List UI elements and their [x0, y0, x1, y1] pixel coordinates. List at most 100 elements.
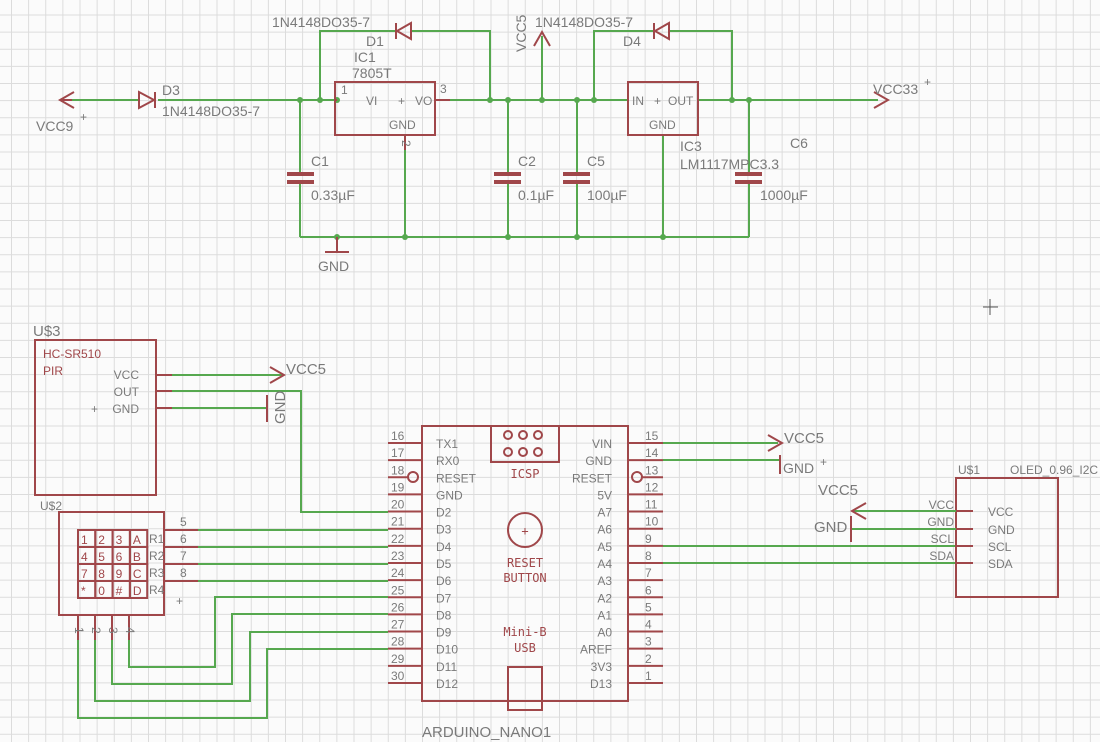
- d3-name: D3: [162, 82, 180, 98]
- arduino-pin-a2[interactable]: 6A2: [597, 583, 663, 605]
- pin-number: 26: [391, 600, 405, 614]
- key-label: 3: [116, 533, 123, 547]
- pir-gnd-symbol[interactable]: GND: [266, 391, 289, 425]
- pir-pin-gnd: GND: [112, 402, 139, 416]
- d3-value: 1N4148DO35-7: [162, 103, 260, 119]
- icsp-header: [490, 425, 560, 463]
- arduino-pin-a3[interactable]: 7A3: [597, 566, 663, 588]
- power-wires: [70, 30, 878, 238]
- vcc9-supply[interactable]: VCC9 +: [36, 91, 87, 134]
- arduino-gnd-symbol[interactable]: GND +: [779, 455, 827, 476]
- gnd-symbol[interactable]: GND: [318, 237, 349, 274]
- pin-label: A1: [597, 608, 612, 622]
- usb-label: USB: [514, 641, 536, 655]
- pin-label: D10: [436, 643, 458, 657]
- arduino-nano[interactable]: ICSP + RESET BUTTON Mini-B USB ARDUINO_N…: [388, 425, 663, 741]
- oled-value: OLED_0.96_I2C: [1010, 463, 1098, 477]
- capacitor-c5[interactable]: C5 100µF: [563, 153, 627, 203]
- pin-number: 18: [391, 463, 405, 477]
- vcc33-supply[interactable]: VCC33 +: [873, 75, 931, 109]
- c2-value: 0.1µF: [518, 187, 554, 203]
- arduino-pin-a5[interactable]: 9A5: [597, 532, 663, 554]
- d4-name: D4: [623, 33, 641, 49]
- key-label: 5: [98, 550, 105, 564]
- pin-label: D6: [436, 574, 452, 588]
- diode-d4[interactable]: 1N4148DO35-7 D4: [535, 14, 670, 49]
- regulator-ic3[interactable]: IN + OUT GND IC3 LM1117MPC3.3: [627, 81, 779, 172]
- gnd-label: GND: [318, 258, 349, 274]
- pir-model: HC-SR510: [43, 347, 101, 361]
- pin-label: A4: [597, 557, 612, 571]
- key-label: 4: [81, 550, 88, 564]
- arduino-pin-a1[interactable]: 5A1: [597, 600, 663, 622]
- arduino-pin-a0[interactable]: 4A0: [597, 618, 663, 640]
- regulator-ic1[interactable]: IC1 7805T VI + VO GND 1 3 2: [334, 49, 450, 150]
- capacitor-c2[interactable]: C20.1µF: [494, 153, 554, 203]
- oled-u1[interactable]: U$1 OLED_0.96_I2C VCC GND SCL SDA VCC GN…: [927, 463, 1098, 598]
- pin-number: 2: [89, 627, 103, 634]
- pin-label: GND: [436, 488, 463, 502]
- pin-number: 6: [645, 583, 652, 597]
- arduino-pin-a4[interactable]: 8A4: [597, 549, 663, 571]
- pir-sensor-u3[interactable]: U$3 HC-SR510 PIR VCC OUT GND +: [33, 323, 172, 496]
- oled-gnd-symbol[interactable]: GND: [814, 516, 852, 542]
- pin-number: 4: [123, 627, 137, 634]
- pin-label: GND: [585, 454, 612, 468]
- vin-vcc5-supply[interactable]: VCC5: [767, 430, 824, 452]
- icsp-pin-icon: [503, 430, 513, 440]
- c5-value: 100µF: [587, 187, 627, 203]
- icsp-pin-icon: [518, 447, 528, 457]
- reset-button-icon: [507, 512, 543, 548]
- c1-value: 0.33µF: [311, 187, 355, 203]
- diode-d3[interactable]: D3 1N4148DO35-7: [138, 82, 260, 119]
- oled-vcc5-supply[interactable]: VCC5: [818, 482, 867, 520]
- key-label: 1: [81, 533, 88, 547]
- pin-label: D5: [436, 557, 452, 571]
- plus-mark: +: [80, 110, 87, 124]
- key-label: 8: [98, 567, 105, 581]
- pir-vcc5-supply[interactable]: VCC5: [269, 361, 326, 384]
- pin-number: 2: [645, 652, 652, 666]
- c1-name: C1: [311, 153, 329, 169]
- ic1-gnd-label: GND: [389, 118, 416, 132]
- oled-net-vcc: VCC: [929, 498, 955, 512]
- arduino-pin-3v3[interactable]: 2 3V3: [591, 652, 663, 674]
- oled-pin-sda: SDA: [988, 557, 1013, 571]
- c5-name: C5: [587, 153, 605, 169]
- pin-label: 3V3: [591, 660, 613, 674]
- ic1-pin1: 1: [341, 83, 348, 97]
- pin-number: 8: [645, 549, 652, 563]
- diode-d1[interactable]: 1N4148DO35-7 D1: [272, 14, 412, 49]
- vcc5-supply-top[interactable]: VCC5: [513, 14, 551, 52]
- pin-number: 25: [391, 583, 405, 597]
- capacitor-c1[interactable]: C1 0.33µF: [287, 153, 355, 203]
- ic3-value: LM1117MPC3.3: [680, 156, 779, 172]
- pin-label: A5: [597, 540, 612, 554]
